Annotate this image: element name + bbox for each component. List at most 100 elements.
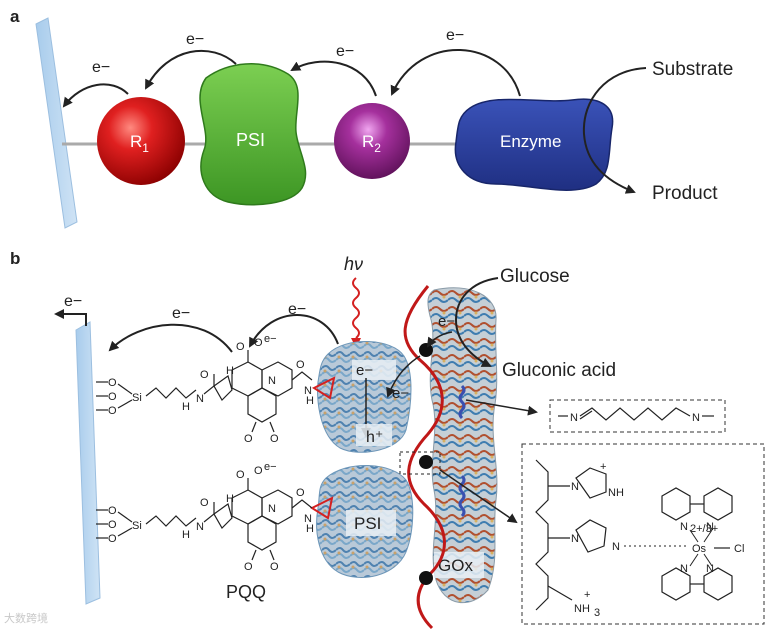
svg-text:Si: Si — [132, 392, 142, 404]
svg-text:H: H — [226, 365, 234, 377]
svg-text:3: 3 — [594, 607, 600, 619]
svg-text:N: N — [612, 541, 620, 553]
pointer-to-osmium-inset — [439, 469, 518, 524]
svg-text:NH: NH — [608, 487, 624, 499]
svg-text:+: + — [584, 589, 590, 601]
electron-label-a1: e− — [92, 59, 110, 76]
electron-label-b2: e− — [172, 305, 190, 322]
linker-inset — [549, 399, 726, 433]
svg-text:O: O — [108, 519, 117, 531]
glucose-conversion-arrow — [454, 277, 499, 367]
psi-electron-label: e− — [356, 362, 373, 379]
electron-label-a4: e− — [446, 27, 464, 44]
polymer-tether-upper — [458, 384, 466, 420]
panel-a-label: a — [10, 7, 20, 26]
redox-site-1 — [419, 343, 433, 357]
svg-text:O: O — [254, 337, 263, 349]
svg-text:N: N — [706, 521, 714, 533]
svg-text:O: O — [108, 405, 117, 417]
svg-text:O: O — [108, 391, 117, 403]
gox-electron-label: e− — [438, 313, 455, 330]
svg-text:N: N — [680, 563, 688, 575]
svg-text:O: O — [270, 561, 279, 573]
psi-blob-a — [199, 63, 307, 206]
svg-text:O: O — [236, 469, 245, 481]
r1-label: R1 — [130, 132, 149, 155]
linker-triangle-lower — [309, 496, 334, 520]
enzyme-blob — [454, 98, 614, 191]
svg-text:O: O — [236, 341, 245, 353]
light-wave — [352, 277, 360, 339]
glucose-label: Glucose — [500, 266, 570, 287]
electron-label-b3: e− — [288, 301, 306, 318]
svg-text:H: H — [306, 395, 314, 407]
electron-arrow-a4 — [390, 49, 521, 97]
electron-box — [352, 360, 396, 380]
redox-to-psi-arrow — [386, 355, 421, 398]
svg-text:N: N — [692, 412, 700, 424]
panel-b-label: b — [10, 249, 20, 268]
svg-text:O: O — [108, 505, 117, 517]
svg-text:N: N — [304, 513, 312, 525]
svg-text:N: N — [680, 521, 688, 533]
r2-sphere — [334, 103, 410, 179]
svg-text:O: O — [244, 561, 253, 573]
gluconic-acid-label: Gluconic acid — [502, 360, 616, 381]
pqq-label: PQQ — [226, 582, 266, 602]
svg-text:N: N — [196, 393, 204, 405]
linker-structure: N N — [558, 407, 714, 424]
r1-sphere — [97, 97, 185, 185]
svg-text:Cl: Cl — [734, 543, 744, 555]
svg-text:O: O — [200, 497, 209, 509]
svg-text:N: N — [196, 521, 204, 533]
electron-label-a3: e− — [336, 43, 354, 60]
electron-label-b1: e− — [64, 293, 82, 310]
svg-text:H: H — [182, 529, 190, 541]
psi-label-b: PSI — [354, 514, 381, 533]
substrate-label: Substrate — [652, 59, 733, 80]
svg-text:2+/3+: 2+/3+ — [690, 523, 718, 535]
svg-text:Si: Si — [132, 520, 142, 532]
svg-text:O: O — [108, 533, 117, 545]
gox-electron-arrow — [426, 331, 453, 348]
svg-text:O: O — [254, 465, 263, 477]
product-label: Product — [652, 183, 718, 204]
hole-label: h⁺ — [366, 429, 383, 446]
electrode-a — [35, 17, 78, 229]
svg-text:Os: Os — [692, 543, 707, 555]
pqq-molecule-upper: O O O Si H N O H N O O O O e− O N H — [96, 333, 314, 445]
polymer-tether-lower — [458, 474, 466, 518]
electron-arrow-b2 — [108, 323, 233, 353]
svg-text:O: O — [108, 377, 117, 389]
electron-arrow-a2 — [145, 49, 237, 90]
electron-label-a2: e− — [186, 31, 204, 48]
psi-box-b — [346, 510, 396, 536]
svg-text:O: O — [200, 369, 209, 381]
hv-label: hν — [344, 254, 363, 274]
svg-text:N: N — [571, 533, 579, 545]
svg-text:H: H — [306, 523, 314, 535]
linker-triangle-upper — [311, 376, 336, 400]
electron-arrow-a3 — [290, 60, 377, 97]
svg-text:+: + — [600, 461, 606, 473]
redox-highlight-box — [399, 451, 441, 475]
electron-arrow-a1 — [62, 83, 129, 108]
osmium-inset — [521, 443, 765, 625]
svg-text:N: N — [268, 375, 276, 387]
svg-text:O: O — [270, 433, 279, 445]
electron-arrow-b3 — [249, 314, 339, 348]
gox-label: GOx — [438, 556, 473, 575]
svg-text:N: N — [571, 481, 579, 493]
watermark: 大数跨境 — [4, 611, 48, 625]
svg-text:N: N — [706, 563, 714, 575]
svg-text:O: O — [296, 487, 305, 499]
electron-arrow-b1 — [54, 309, 87, 326]
svg-text:e−: e− — [264, 333, 277, 345]
svg-text:O: O — [244, 433, 253, 445]
hole-box — [356, 424, 392, 446]
svg-text:NH: NH — [574, 603, 590, 615]
substrate-product-arrow — [582, 67, 647, 194]
electrode-b — [75, 321, 101, 605]
svg-text:O: O — [296, 359, 305, 371]
